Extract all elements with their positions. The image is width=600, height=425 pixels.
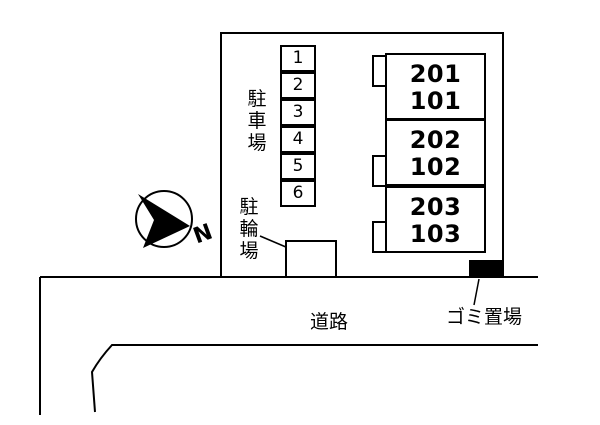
north-compass-icon (135, 190, 193, 248)
parking-slot-5: 5 (280, 153, 316, 180)
parking-label: 駐 車 場 (247, 88, 267, 154)
parking-slot-2: 2 (280, 72, 316, 99)
road-label: 道路 (310, 311, 349, 333)
unit-block-201-101: 201 101 (385, 53, 486, 120)
unit-tab-202 (372, 155, 387, 187)
bike-parking-area (285, 240, 337, 278)
unit-block-203-103: 203 103 (385, 186, 486, 253)
bike-parking-label: 駐 輪 場 (239, 196, 259, 262)
lot-boundary (220, 32, 504, 277)
unit-103-label: 103 (409, 220, 462, 248)
garbage-label: ゴミ置場 (446, 306, 523, 328)
garbage-area (469, 260, 503, 278)
unit-102-label: 102 (409, 153, 462, 181)
parking-slot-6: 6 (280, 180, 316, 207)
unit-block-202-102: 202 102 (385, 119, 486, 186)
unit-201-label: 201 (409, 60, 462, 88)
unit-203-label: 203 (409, 193, 462, 221)
unit-202-label: 202 (409, 126, 462, 154)
parking-slot-4: 4 (280, 126, 316, 153)
road-edge-bottom (90, 344, 538, 413)
parking-slot-3: 3 (280, 99, 316, 126)
garbage-leader (473, 278, 480, 306)
unit-tab-201 (372, 55, 387, 87)
unit-101-label: 101 (409, 87, 462, 115)
unit-tab-203 (372, 221, 387, 253)
parking-slot-1: 1 (280, 45, 316, 72)
